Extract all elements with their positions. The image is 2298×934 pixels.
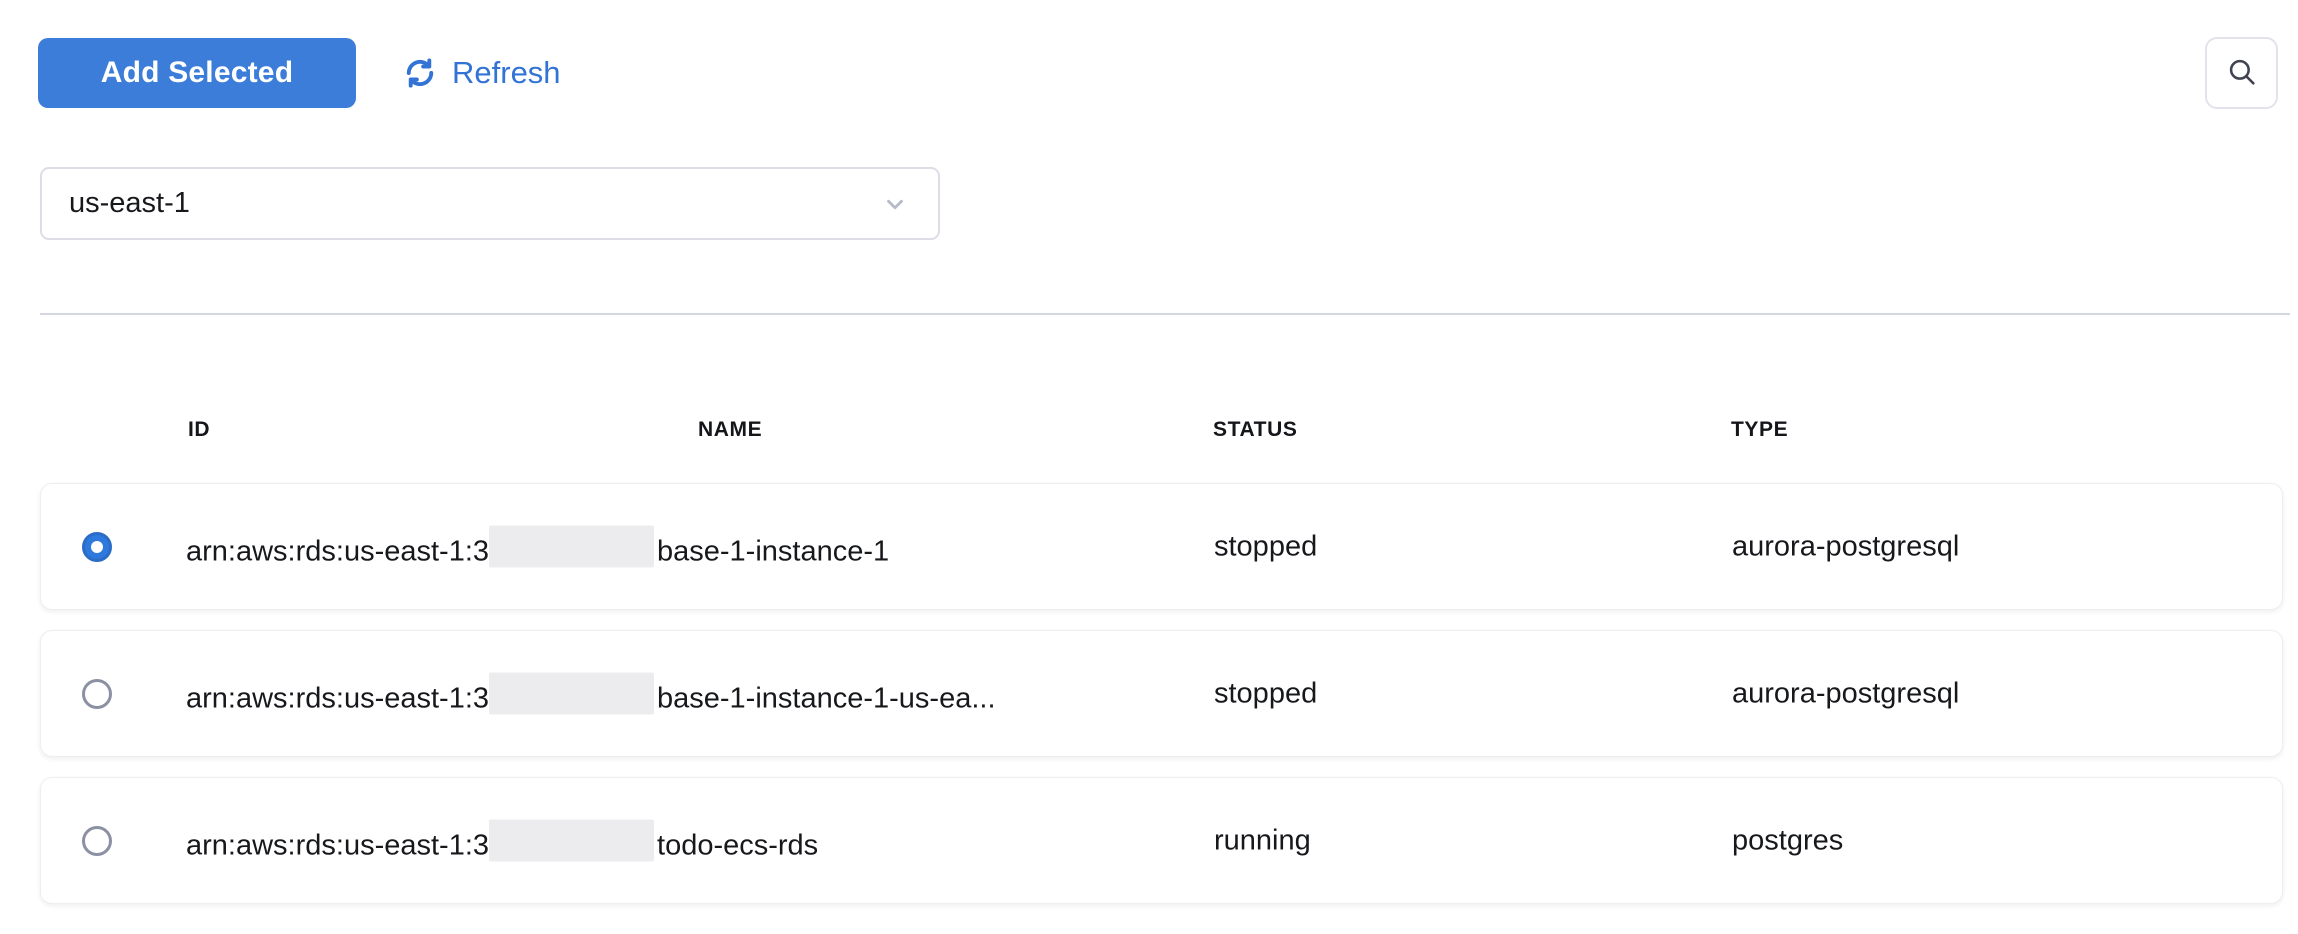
table-header: ID NAME STATUS TYPE <box>0 408 2298 462</box>
column-header-type: TYPE <box>1731 418 1789 441</box>
cell-type: aurora-postgresql <box>1732 677 1960 709</box>
redacted-account-id <box>489 672 655 714</box>
refresh-button[interactable]: Refresh <box>402 38 561 108</box>
column-header-status: STATUS <box>1213 418 1298 441</box>
column-header-id: ID <box>188 418 211 441</box>
radio-button[interactable] <box>82 678 112 709</box>
region-select-value: us-east-1 <box>69 187 190 219</box>
column-header-name: NAME <box>698 418 763 441</box>
search-button[interactable] <box>2205 37 2278 109</box>
divider <box>40 313 2290 315</box>
cell-status: stopped <box>1214 530 1318 562</box>
search-icon <box>2225 55 2259 92</box>
radio-button[interactable] <box>82 825 112 856</box>
chevron-down-icon <box>882 191 908 217</box>
redacted-account-id <box>489 819 655 861</box>
refresh-label: Refresh <box>452 55 561 90</box>
radio-button-selected[interactable] <box>82 531 112 562</box>
region-select[interactable]: us-east-1 <box>40 167 940 240</box>
add-selected-button[interactable]: Add Selected <box>38 38 356 108</box>
redacted-account-id <box>489 525 655 567</box>
cell-status: stopped <box>1214 677 1318 709</box>
cell-type: aurora-postgresql <box>1732 530 1960 562</box>
cell-type: postgres <box>1732 824 1844 856</box>
cell-status: running <box>1214 824 1311 856</box>
refresh-icon <box>402 55 438 91</box>
